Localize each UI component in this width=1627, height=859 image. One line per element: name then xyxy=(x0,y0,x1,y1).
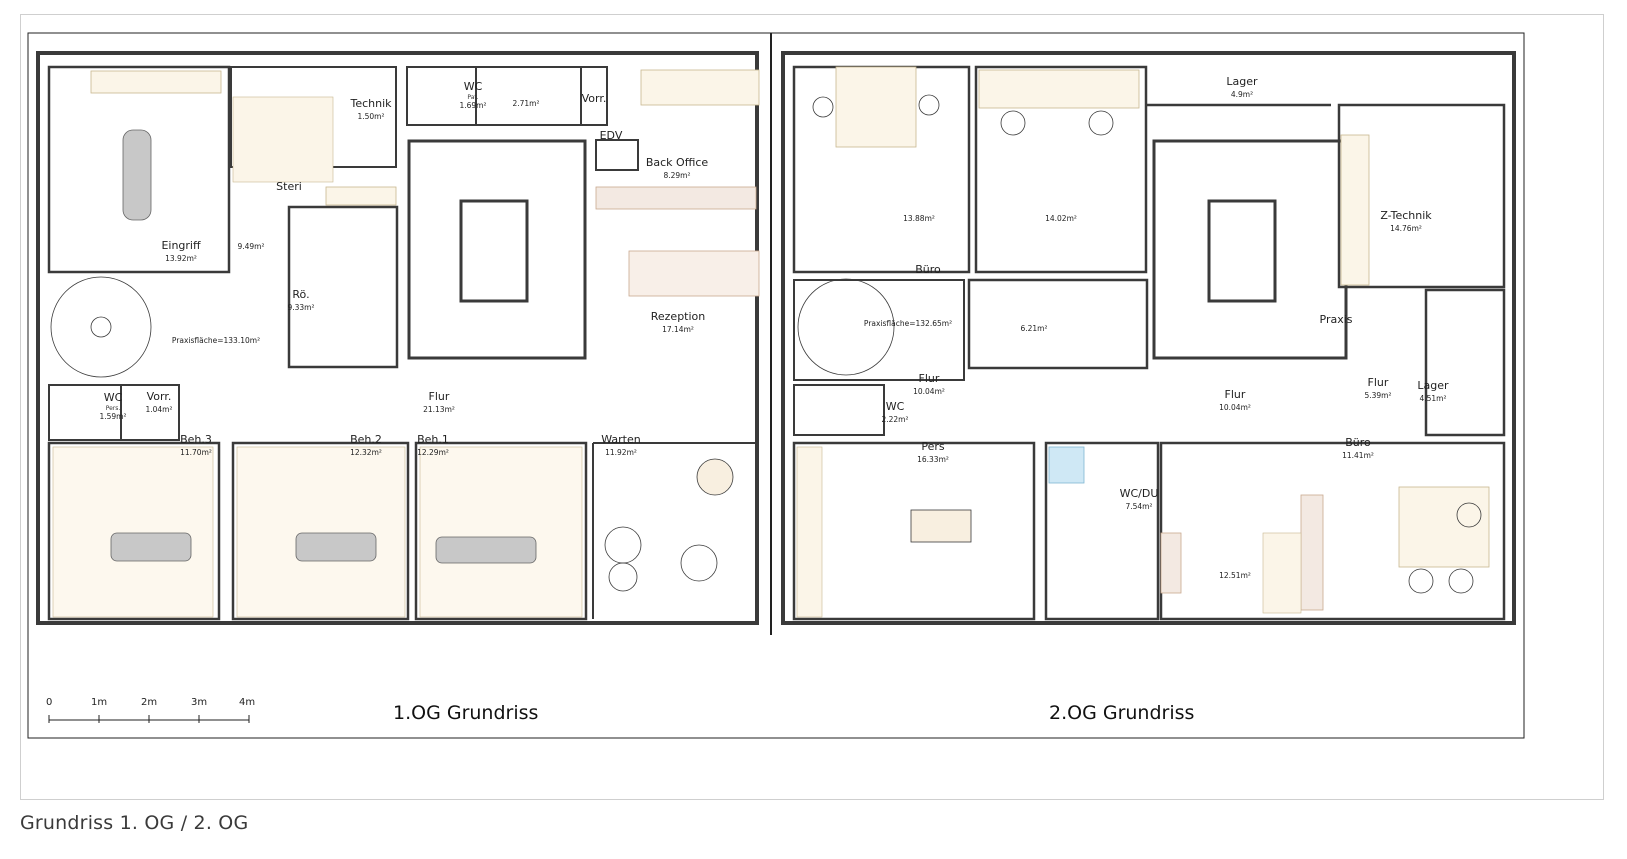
room-label: Flur xyxy=(919,372,940,385)
scale-label-4m: 4m xyxy=(239,697,255,708)
room-area: 14.76m² xyxy=(1390,224,1422,233)
room-label: Lager xyxy=(1417,379,1449,392)
room-area: 8.29m² xyxy=(663,171,690,180)
room-sublabel: Pat. xyxy=(467,94,478,101)
room-area: 11.41m² xyxy=(1342,451,1374,460)
room-label: Praxisfläche=133.10m² xyxy=(172,336,260,345)
room-label: Büro xyxy=(915,263,941,276)
floor-1og-labels: Eingriff 13.92m² 9.49m² Steri Technik 1.50m² W… xyxy=(99,80,708,457)
room-area: 12.32m² xyxy=(350,448,382,457)
room-area: 2.71m² xyxy=(512,99,539,108)
room-label: WC/DU xyxy=(1120,487,1159,500)
room-area: 4.51m² xyxy=(1419,394,1446,403)
room-label: EDV xyxy=(600,129,623,142)
scale-label-3m: 3m xyxy=(191,697,207,708)
room-area: 1.50m² xyxy=(357,112,384,121)
room-area: 21.13m² xyxy=(423,405,455,414)
scale-label-2m: 2m xyxy=(141,697,157,708)
room-label: WC xyxy=(104,391,123,404)
room-area: 1.04m² xyxy=(145,405,172,414)
floor-2og-labels: Lager 4.9m² 13.88m² 14.02m² Z-Technik 14.76m²… xyxy=(864,75,1449,580)
room-area: 4.9m² xyxy=(1231,90,1253,99)
drawing-frame: Eingriff 13.92m² 9.49m² Steri Technik 1.50m² W… xyxy=(20,14,1604,800)
scale-bar: 0 1m 2m 3m 4m xyxy=(46,697,255,723)
room-label: Lager xyxy=(1226,75,1258,88)
room-label: Vorr. xyxy=(147,390,172,403)
room-area: 12.51m² xyxy=(1219,571,1251,580)
room-label: Pers xyxy=(921,440,945,453)
room-area: 6.21m² xyxy=(1020,324,1047,333)
room-label: WC xyxy=(464,80,483,93)
room-label: Praxisfläche=132.65m² xyxy=(864,319,952,328)
room-label: WC xyxy=(886,400,905,413)
room-label: Büro xyxy=(1345,436,1371,449)
room-label: Warten xyxy=(601,433,641,446)
room-label: Rezeption xyxy=(651,310,706,323)
floor-2og-plan xyxy=(781,51,1516,625)
room-label: Steri xyxy=(276,180,302,193)
room-label: Eingriff xyxy=(161,239,201,252)
room-area: 13.88m² xyxy=(903,214,935,223)
room-label: Beh.2 xyxy=(350,433,382,446)
room-label: Flur xyxy=(1368,376,1389,389)
room-label: Vorr. xyxy=(582,92,607,105)
room-area: 5.39m² xyxy=(1364,391,1391,400)
floor-1og-title: 1.OG Grundriss xyxy=(393,702,538,724)
scale-label-0: 0 xyxy=(46,697,52,708)
room-area: 14.02m² xyxy=(1045,214,1077,223)
scale-label-1m: 1m xyxy=(91,697,107,708)
room-label: Technik xyxy=(349,97,392,110)
floor-1og-plan xyxy=(36,51,760,625)
floor-plan: Eingriff 13.92m² 9.49m² Steri Technik 1.50m² W… xyxy=(27,32,1525,739)
room-area: 13.92m² xyxy=(165,254,197,263)
room-label: Rö. xyxy=(292,288,309,301)
room-label: Praxis xyxy=(1320,313,1353,326)
room-label: Flur xyxy=(429,390,450,403)
room-area: 12.29m² xyxy=(417,448,449,457)
room-area: 9.33m² xyxy=(287,303,314,312)
room-area: 10.04m² xyxy=(1219,403,1251,412)
room-label: Flur xyxy=(1225,388,1246,401)
floor-2og-title: 2.OG Grundriss xyxy=(1049,702,1194,724)
room-label: Back Office xyxy=(646,156,709,169)
room-area: 11.70m² xyxy=(180,448,212,457)
room-area: 10.04m² xyxy=(913,387,945,396)
room-area: 11.92m² xyxy=(605,448,637,457)
figure-caption: Grundriss 1. OG / 2. OG xyxy=(20,812,249,834)
room-area: 1.69m² xyxy=(459,101,486,110)
room-label: Z-Technik xyxy=(1380,209,1432,222)
room-area: 2.22m² xyxy=(881,415,908,424)
room-label: Beh.1 xyxy=(417,433,449,446)
room-area: 7.54m² xyxy=(1125,502,1152,511)
room-area: 17.14m² xyxy=(662,325,694,334)
room-area: 1.59m² xyxy=(99,412,126,421)
room-area: 9.49m² xyxy=(237,242,264,251)
room-label: Beh.3 xyxy=(180,433,212,446)
room-sublabel: Pers. xyxy=(106,405,121,412)
room-area: 16.33m² xyxy=(917,455,949,464)
